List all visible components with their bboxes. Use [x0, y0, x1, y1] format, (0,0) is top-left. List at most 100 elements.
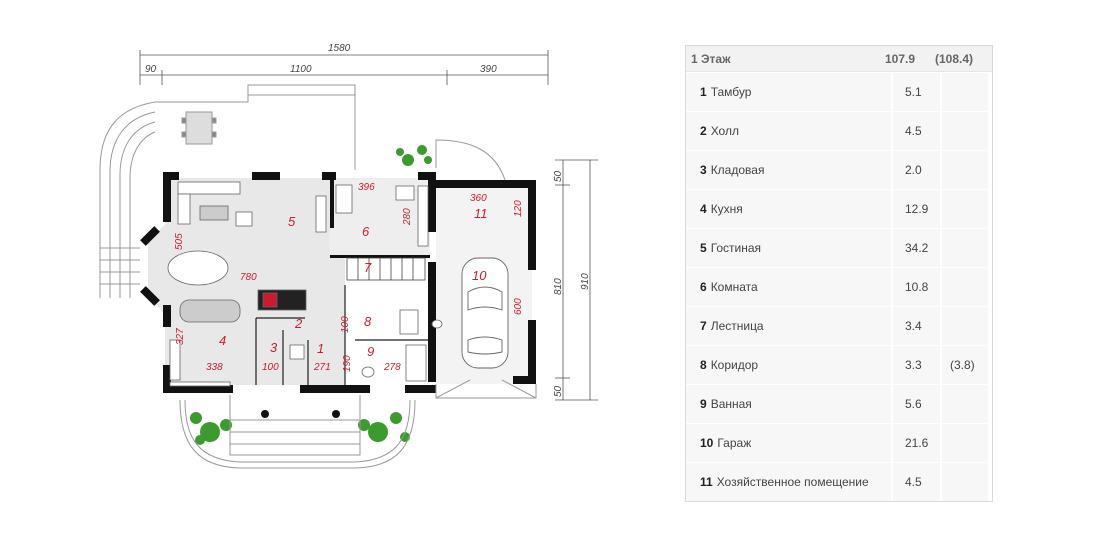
- dim-271: 271: [313, 362, 331, 373]
- room-area: 4.5: [893, 463, 940, 501]
- room-number: 2: [700, 124, 707, 138]
- dim-seg-left: 90: [145, 64, 157, 75]
- car-icon: [461, 257, 509, 369]
- dimension-lines: [139, 50, 598, 401]
- dim-280: 280: [402, 208, 413, 226]
- room-area-extra: [942, 385, 988, 423]
- floor-total-area-extra: (108.4): [935, 51, 974, 66]
- garage-driveway: [435, 139, 537, 399]
- room-number: 3: [700, 163, 707, 177]
- room-name: Тамбур: [710, 85, 752, 99]
- entrance-steps: [179, 395, 416, 469]
- room-name: Лестница: [710, 319, 764, 333]
- room-number: 8: [700, 358, 707, 372]
- room-area-extra: [942, 424, 988, 462]
- dim-100b: 100: [340, 316, 351, 333]
- room-name: Коридор: [710, 358, 759, 372]
- room-name: Ванная: [710, 397, 752, 411]
- room-label-10: 10: [472, 268, 487, 283]
- dim-600: 600: [513, 298, 524, 315]
- room-name: Гостиная: [710, 241, 762, 255]
- dim-100a: 100: [262, 362, 279, 373]
- room-label-8: 8: [364, 314, 372, 329]
- table-header-row: 1 Этаж 107.9 (108.4): [686, 46, 992, 72]
- room-area-extra: [942, 268, 988, 306]
- room-name: Гараж: [717, 436, 752, 450]
- dim-396: 396: [358, 182, 375, 193]
- room-number: 1: [700, 85, 707, 99]
- dim-height-total: 910: [580, 273, 591, 290]
- columns: [261, 410, 340, 418]
- floor-plan: 1580 90 1100 390 50 810 50 910: [99, 43, 598, 469]
- dim-height-top: 50: [553, 170, 564, 182]
- dim-780: 780: [240, 272, 257, 283]
- terrace: [99, 84, 356, 298]
- room-area: 2.0: [893, 151, 940, 189]
- room-label-6: 6: [362, 224, 370, 239]
- room-label-1: 1: [317, 341, 324, 356]
- room-number: 7: [700, 319, 707, 333]
- dim-seg-right: 390: [480, 64, 497, 75]
- room-area-extra: [942, 463, 988, 501]
- floor-title: 1 Этаж: [691, 51, 731, 66]
- room-area-extra: (3.8): [942, 346, 988, 384]
- room-number: 4: [700, 202, 707, 216]
- room-label-5: 5: [288, 214, 296, 229]
- dim-height-bottom: 50: [553, 385, 564, 397]
- room-label-4: 4: [219, 333, 226, 348]
- room-area: 10.8: [893, 268, 940, 306]
- dim-338: 338: [206, 362, 223, 373]
- room-area: 3.4: [893, 307, 940, 345]
- room-area: 21.6: [893, 424, 940, 462]
- dim-total-width: 1580: [328, 43, 351, 54]
- room-area: 34.2: [893, 229, 940, 267]
- dim-278: 278: [383, 362, 401, 373]
- floor-total-area: 107.9: [885, 51, 916, 66]
- room-number: 6: [700, 280, 707, 294]
- room-name: Комната: [710, 280, 758, 294]
- room-area-extra: [942, 307, 988, 345]
- stairs: [346, 257, 426, 281]
- room-area-extra: [942, 229, 988, 267]
- room-area: 5.1: [893, 73, 940, 111]
- trees: [190, 145, 432, 445]
- room-label-11: 11: [474, 206, 488, 221]
- room-label-7: 7: [364, 260, 372, 275]
- room-number: 11: [700, 475, 713, 489]
- dim-505: 505: [174, 233, 185, 250]
- dim-seg-mid: 1100: [290, 64, 312, 75]
- room-area: 4.5: [893, 112, 940, 150]
- room-area: 12.9: [893, 190, 940, 228]
- dim-120: 120: [513, 200, 524, 217]
- room-name: Холл: [710, 124, 739, 138]
- room-name: Кухня: [710, 202, 743, 216]
- dim-height-inner: 810: [553, 278, 564, 295]
- furniture: [167, 181, 443, 387]
- dim-360: 360: [470, 193, 487, 204]
- room-name: Хозяйственное помещение: [716, 475, 869, 489]
- partitions: [255, 285, 428, 385]
- dim-190: 190: [342, 355, 353, 372]
- room-label-3: 3: [270, 340, 278, 355]
